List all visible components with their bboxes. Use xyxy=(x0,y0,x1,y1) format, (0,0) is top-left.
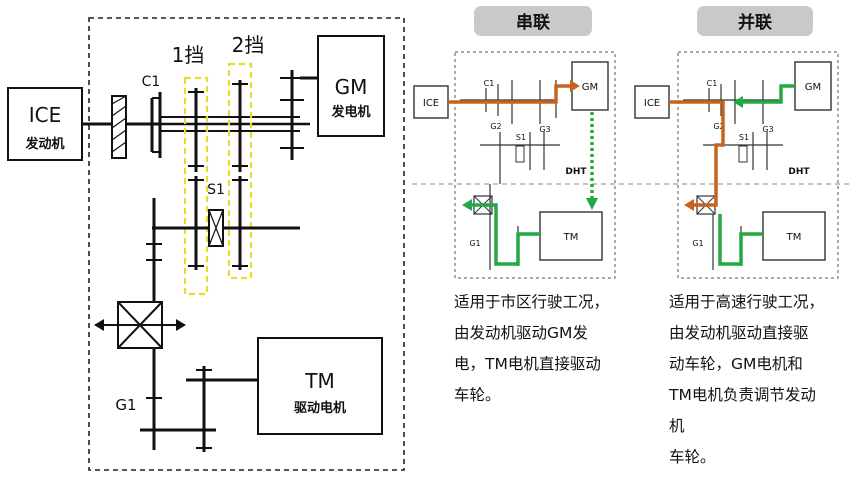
series-caption-line: 由发动机驱动GM发 xyxy=(454,324,588,342)
parallel-caption-line: 车轮。 xyxy=(669,448,716,466)
ice-sublabel: 发动机 xyxy=(24,136,64,152)
damper xyxy=(111,95,127,159)
series-panel: 串联 ICE GM C1 G2 G3 S1 DHT G1 TM xyxy=(412,6,852,279)
parallel-caption-line: 动车轮，GM电机和 xyxy=(669,355,803,373)
parallel-engine-flow xyxy=(669,100,725,207)
series-c1-label: C1 xyxy=(484,79,495,88)
series-tab-label: 串联 xyxy=(516,12,550,33)
parallel-s1-label: S1 xyxy=(739,133,749,142)
gm-sublabel: 发电机 xyxy=(330,104,370,120)
g1-label: G1 xyxy=(115,396,136,414)
tm-label: TM xyxy=(304,369,334,393)
parallel-panel: 并联 ICE GM C1 G2 G3 S1 DHT G1 TM xyxy=(634,6,839,279)
tm-box xyxy=(257,337,383,435)
parallel-g1-label: G1 xyxy=(692,239,703,248)
parallel-caption-line: 由发动机驱动直接驱 xyxy=(669,324,809,342)
series-tm-box xyxy=(539,211,603,261)
series-ice-box xyxy=(413,85,449,119)
parallel-caption: 适用于高速行驶工况， 由发动机驱动直接驱 动车轮，GM电机和 TM电机负责调节发… xyxy=(669,287,849,473)
series-g3-label: G3 xyxy=(539,125,550,134)
ice-label: ICE xyxy=(29,103,62,127)
series-s1-label: S1 xyxy=(516,133,526,142)
parallel-dht-frame xyxy=(677,51,839,279)
transmission-housing xyxy=(88,17,405,471)
parallel-g3-label: G3 xyxy=(762,125,773,134)
gear1-highlight xyxy=(183,76,209,296)
series-caption-line: 车轮。 xyxy=(454,386,501,404)
series-caption-line: 适用于市区行驶工况， xyxy=(454,293,610,311)
c1-label: C1 xyxy=(142,74,161,90)
series-electric-flow xyxy=(470,203,540,266)
gear2-highlight xyxy=(227,62,253,280)
parallel-tab[interactable] xyxy=(697,6,813,36)
s1-label: S1 xyxy=(207,182,225,198)
left-transmission-diagram: ICE 发动机 C1 GM 发电机 xyxy=(7,17,405,471)
series-engine-flow xyxy=(448,84,574,104)
series-dht-frame xyxy=(454,51,616,279)
gear2-label: 2挡 xyxy=(232,33,265,57)
gm-label: GM xyxy=(335,75,368,99)
series-tab[interactable] xyxy=(474,6,592,36)
parallel-tm-flow xyxy=(718,214,763,266)
parallel-tm-box xyxy=(762,211,826,261)
series-caption: 适用于市区行驶工况， 由发动机驱动GM发 电，TM电机直接驱动 车轮。 xyxy=(454,287,634,411)
parallel-gm-box xyxy=(794,61,832,111)
parallel-tab-label: 并联 xyxy=(738,12,772,33)
series-g2-label: G2 xyxy=(490,122,501,131)
series-gm-box xyxy=(571,61,609,111)
parallel-gm-flow xyxy=(737,84,795,104)
series-ice-label: ICE xyxy=(423,98,439,109)
parallel-caption-line: TM电机负责调节发动 xyxy=(669,386,816,404)
parallel-dht-label: DHT xyxy=(788,167,810,177)
series-gm-label: GM xyxy=(582,82,598,93)
parallel-c1-label: C1 xyxy=(707,79,718,88)
series-caption-line: 电，TM电机直接驱动 xyxy=(454,355,601,373)
tm-sublabel: 驱动电机 xyxy=(294,400,346,416)
parallel-g2-label: G2 xyxy=(713,122,724,131)
series-tm-label: TM xyxy=(563,232,579,243)
series-dht-label: DHT xyxy=(565,167,587,177)
parallel-ice-label: ICE xyxy=(644,98,660,109)
parallel-tm-label: TM xyxy=(786,232,802,243)
series-g1-label: G1 xyxy=(469,239,480,248)
gear1-label: 1挡 xyxy=(172,43,205,67)
parallel-gm-label: GM xyxy=(805,82,821,93)
gm-box xyxy=(317,35,385,137)
parallel-caption-line: 适用于高速行驶工况， xyxy=(669,293,825,311)
parallel-caption-line: 机 xyxy=(669,417,685,435)
